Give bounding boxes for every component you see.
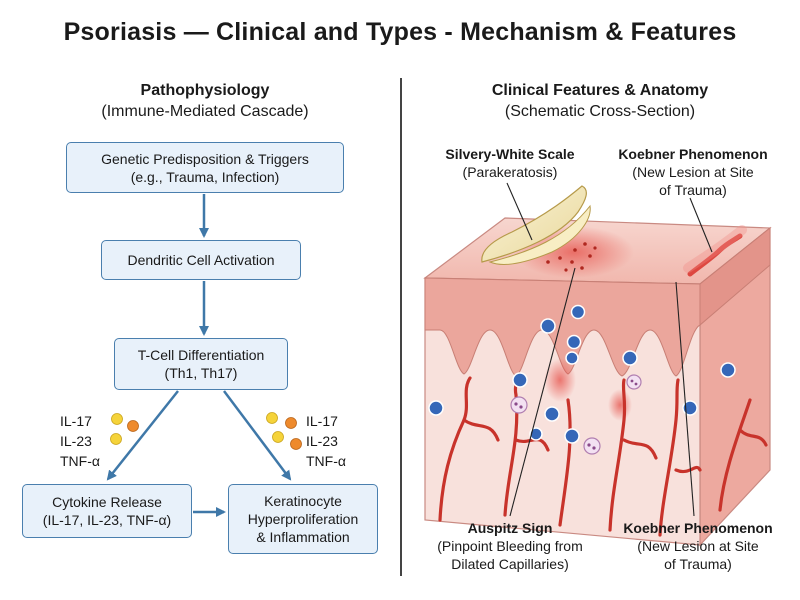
auspitz-sign-label: Auspitz Sign (Pinpoint Bleeding from Dil…: [410, 519, 610, 573]
genetic-predisposition-box: Genetic Predisposition & Triggers (e.g.,…: [66, 142, 344, 193]
dendritic-line-1: Dendritic Cell Activation: [127, 252, 275, 268]
keratinocyte-line-1: Keratinocyte: [264, 493, 342, 509]
koebner-bottom-line-1: (New Lesion at Site: [637, 538, 759, 554]
dendritic-cell-box: Dendritic Cell Activation: [101, 240, 301, 280]
clinical-features-heading: Clinical Features & Anatomy (Schematic C…: [440, 80, 760, 122]
auspitz-leader-line: [509, 267, 576, 517]
koebner-lesion-streak: [687, 233, 743, 277]
cytokine-labels-right: IL-17 IL-23 TNF-α: [306, 411, 346, 471]
pathophysiology-heading: Pathophysiology (Immune-Mediated Cascade…: [60, 80, 350, 122]
skin-cross-section-illustration: [423, 185, 772, 547]
section-divider: [400, 78, 402, 576]
cytokine-right-3: TNF-α: [306, 453, 346, 469]
cytokine-dots-left: [110, 413, 139, 445]
cytokine-release-box: Cytokine Release (IL-17, IL-23, TNF-α): [22, 484, 192, 538]
koebner-bottom-leader-line: [675, 281, 695, 517]
auspitz-title: Auspitz Sign: [467, 520, 553, 536]
arrow-tcell-to-keratinocyte: [223, 390, 292, 481]
clinical-features-subtitle: (Schematic Cross-Section): [504, 103, 696, 120]
cytokine-line-2: (IL-17, IL-23, TNF-α): [42, 512, 172, 528]
koebner-top-leader-line: [689, 197, 713, 253]
cytokine-left-3: TNF-α: [60, 453, 100, 469]
koebner-top-title: Koebner Phenomenon: [618, 146, 768, 162]
arrow-tcell-to-cytokine: [106, 390, 179, 481]
koebner-top-label: Koebner Phenomenon (New Lesion at Site o…: [608, 145, 778, 199]
silvery-scale-flake: [481, 185, 587, 263]
cytokine-left-2: IL-23: [60, 433, 92, 449]
koebner-bottom-label: Koebner Phenomenon (New Lesion at Site o…: [608, 519, 788, 573]
silvery-scale-label: Silvery-White Scale (Parakeratosis): [425, 145, 595, 181]
keratinocyte-line-2: Hyperproliferation: [247, 511, 359, 527]
keratinocyte-box: Keratinocyte Hyperproliferation & Inflam…: [228, 484, 378, 554]
cytokine-right-2: IL-23: [306, 433, 338, 449]
t-cell-box: T-Cell Differentiation (Th1, Th17): [114, 338, 288, 390]
page-title: Psoriasis — Clinical and Types - Mechani…: [63, 18, 737, 46]
clinical-features-title: Clinical Features & Anatomy: [491, 82, 709, 99]
koebner-top-line-2: of Trauma): [659, 182, 727, 198]
cytokine-labels-left: IL-17 IL-23 TNF-α: [60, 411, 100, 471]
koebner-bottom-title: Koebner Phenomenon: [623, 520, 773, 536]
scale-label-title: Silvery-White Scale: [445, 146, 575, 162]
cytokine-left-1: IL-17: [60, 413, 92, 429]
pathophysiology-subtitle: (Immune-Mediated Cascade): [101, 103, 309, 120]
neutrophils: [510, 374, 642, 455]
cytokine-right-1: IL-17: [306, 413, 338, 429]
tcell-line-1: T-Cell Differentiation: [137, 347, 265, 363]
genetic-line-1: Genetic Predisposition & Triggers: [101, 150, 309, 167]
auspitz-line-1: (Pinpoint Bleeding from: [437, 538, 583, 554]
genetic-line-2: (e.g., Trauma, Infection): [130, 168, 280, 185]
immune-cells: [428, 304, 736, 444]
keratinocyte-line-3: & Inflammation: [256, 529, 350, 545]
pathophysiology-title: Pathophysiology: [140, 82, 270, 99]
scale-leader-line: [506, 182, 533, 241]
cytokine-line-1: Cytokine Release: [52, 494, 162, 510]
auspitz-line-2: Dilated Capillaries): [451, 556, 569, 572]
scale-label-line-1: (Parakeratosis): [462, 164, 558, 180]
koebner-bottom-line-2: of Trauma): [664, 556, 732, 572]
tcell-line-2: (Th1, Th17): [164, 365, 238, 381]
koebner-top-line-1: (New Lesion at Site: [632, 164, 754, 180]
cytokine-dots-right: [266, 412, 302, 450]
